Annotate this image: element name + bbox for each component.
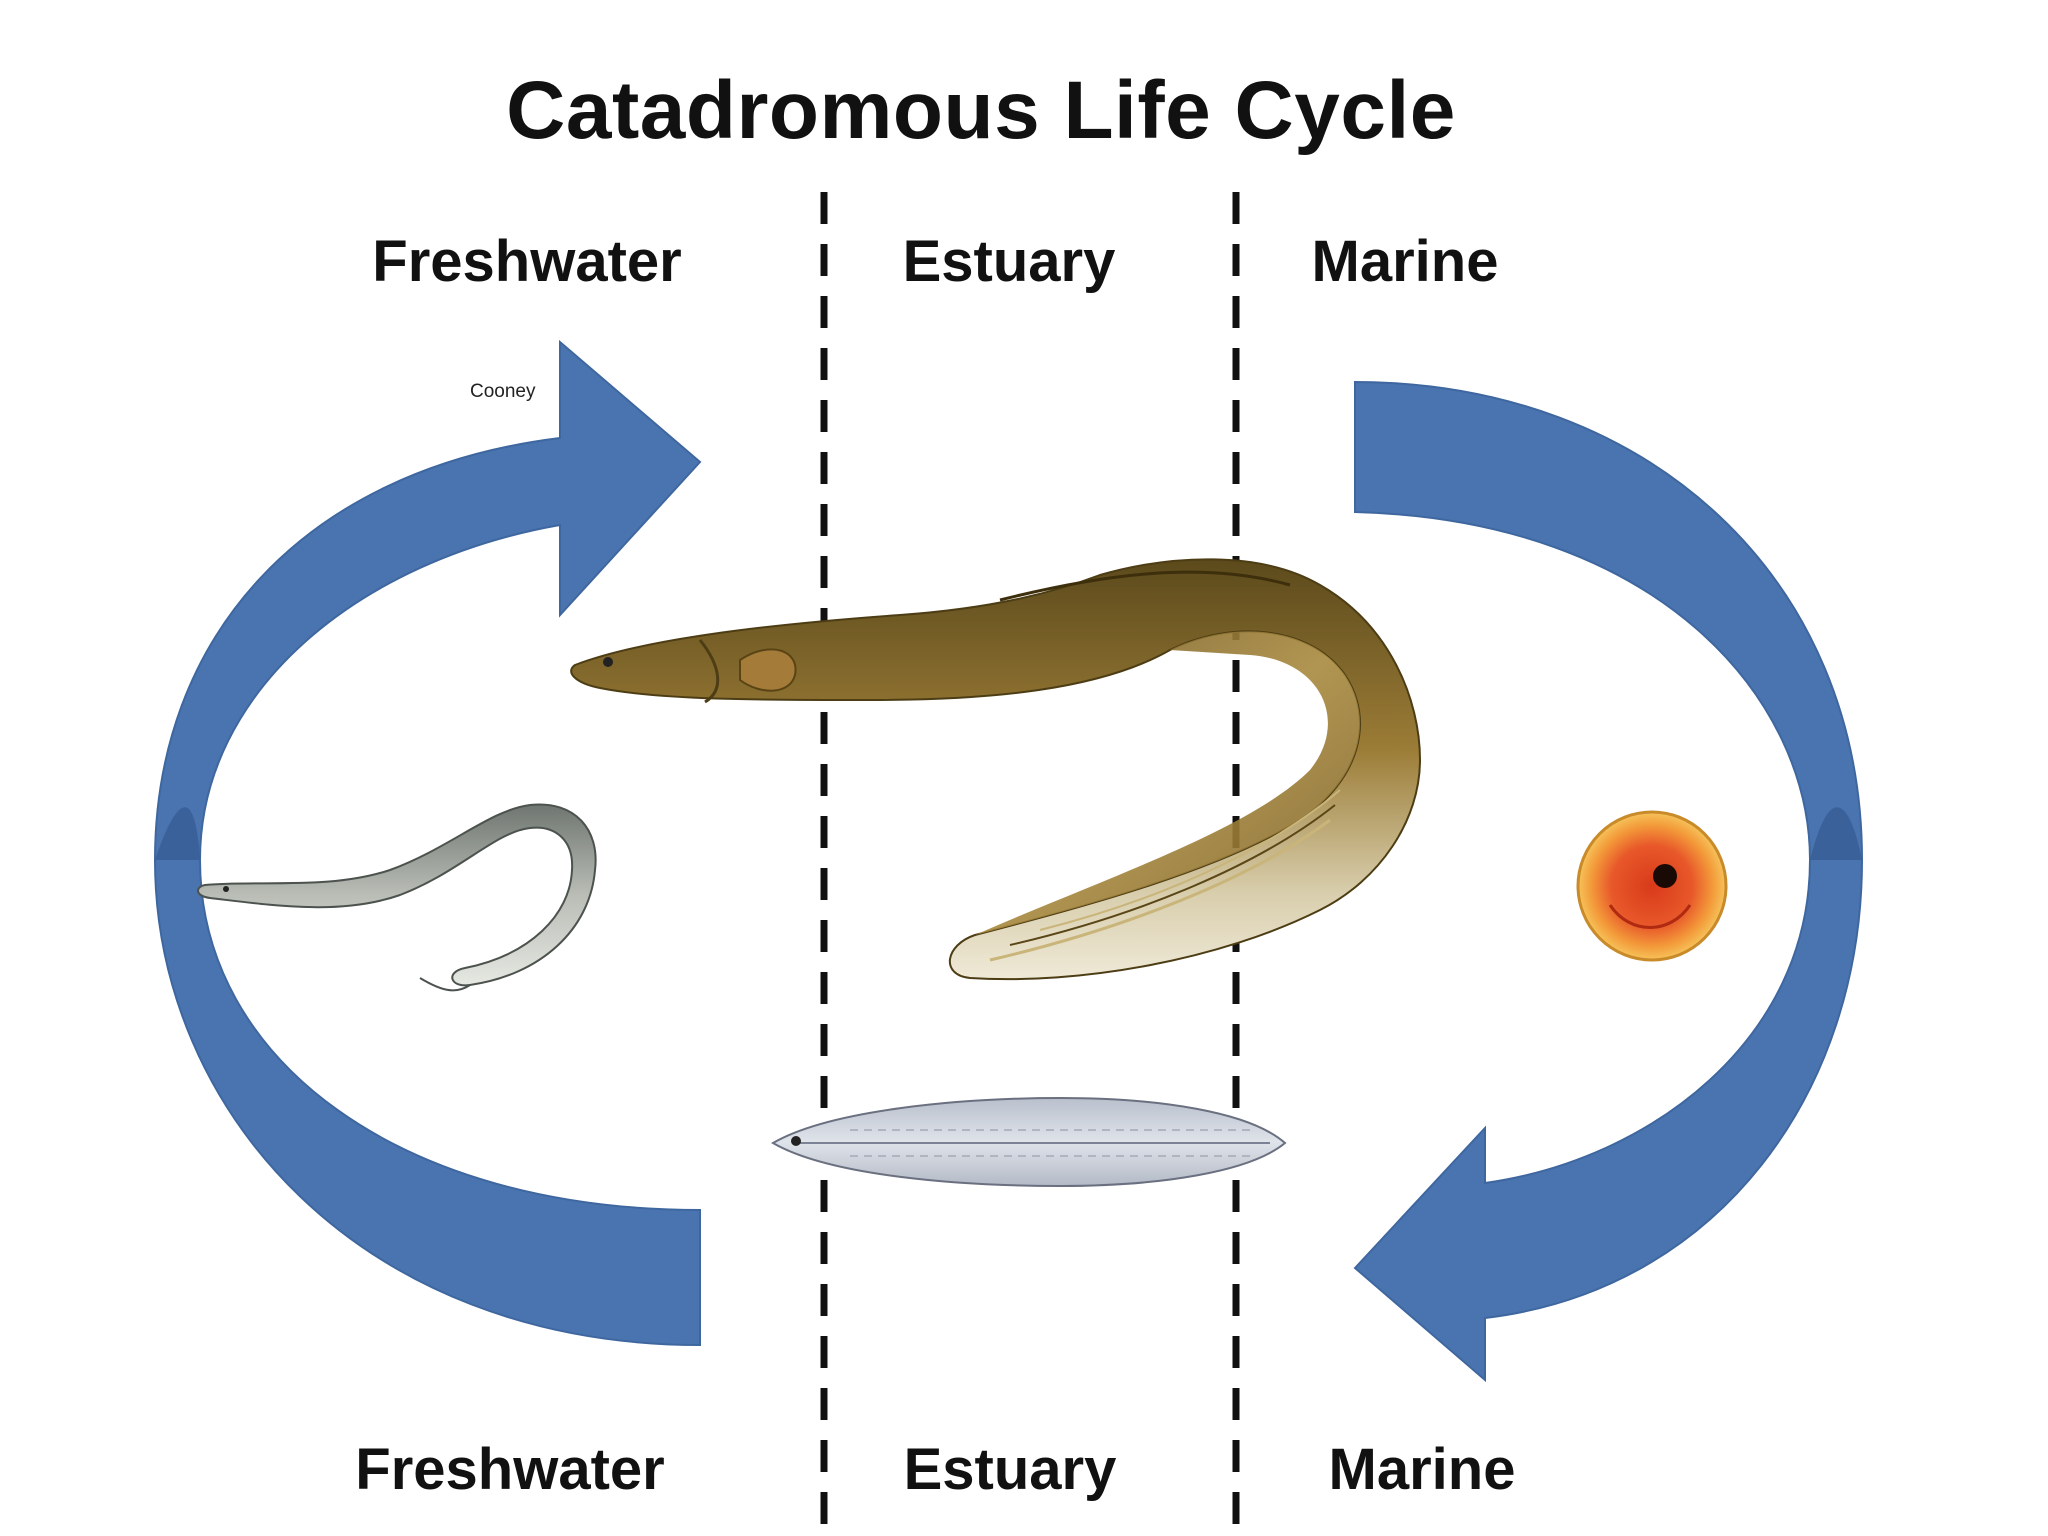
zone-label-freshwater-bottom: Freshwater	[355, 1437, 665, 1502]
image-credit: Cooney	[470, 381, 536, 402]
egg-illustration	[1576, 810, 1728, 962]
zone-label-freshwater-top: Freshwater	[372, 229, 682, 294]
juvenile-eel-illustration	[197, 803, 597, 992]
larva-illustration	[771, 1096, 1287, 1188]
adult-eel-illustration	[570, 558, 1422, 981]
right-cycle-arrow	[1353, 380, 1864, 1383]
zone-label-marine-top: Marine	[1311, 229, 1499, 294]
zone-label-marine-bottom: Marine	[1328, 1437, 1516, 1502]
diagram-title: Catadromous Life Cycle	[506, 65, 1456, 156]
zone-label-estuary-top: Estuary	[902, 229, 1116, 294]
zone-label-estuary-bottom: Estuary	[903, 1437, 1117, 1502]
left-cycle-arrow	[153, 339, 702, 1347]
